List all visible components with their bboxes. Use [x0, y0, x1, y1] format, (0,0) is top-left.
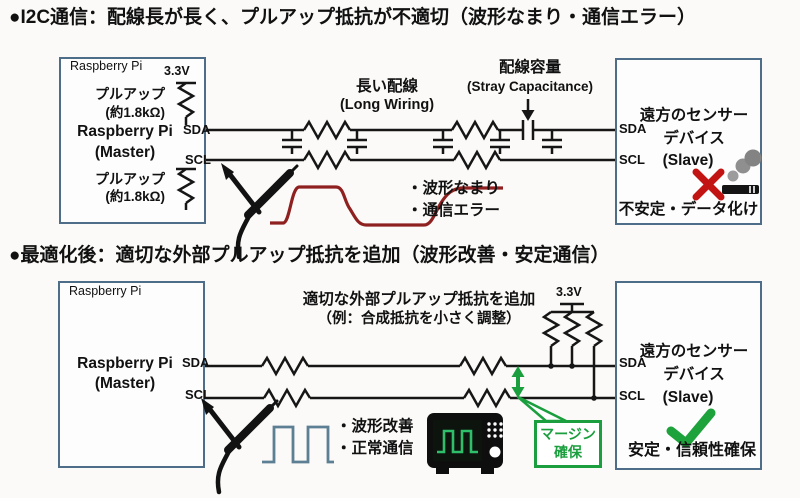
sda-pin-label: SDA	[619, 355, 647, 370]
slave-name: 遠方のセンサー	[639, 107, 749, 124]
master-name: Raspberry Pi	[77, 355, 173, 372]
wire-resistor	[302, 119, 352, 141]
wire-resistor	[462, 387, 512, 409]
master-role: (Master)	[94, 375, 156, 392]
section-title-bad: ●I2C通信：配線長が長く、プルアップ抵抗が不適切（波形なまり・通信エラー）	[9, 7, 697, 28]
sda-scl-wires-bad	[176, 81, 615, 210]
check-icon	[666, 408, 716, 448]
stray-capacitor	[542, 130, 562, 154]
wire-resistor	[452, 149, 502, 171]
stray-capacitor	[282, 130, 302, 154]
speech-bubble-tail	[516, 395, 568, 423]
rail-voltage-label: 3.3V	[556, 285, 582, 299]
clean-square-waveform	[262, 425, 334, 464]
internal-pullup-resistor	[176, 167, 196, 210]
margin-note-bubble: マージン 確保	[534, 420, 602, 468]
issue-bullet: ・通信エラー	[407, 202, 501, 219]
scl-pin-label: SCL	[185, 387, 211, 402]
fix-note-line2: （例：合成抵抗を小さく調整）	[317, 311, 521, 327]
scl-pin-label: SCL	[619, 152, 645, 167]
slave-name: デバイス	[663, 130, 725, 147]
stray-capacitance-label-en: (Stray Capacitance)	[466, 79, 594, 94]
master-name: Raspberry Pi	[77, 123, 173, 140]
wire-resistor	[450, 119, 500, 141]
margin-arrow	[511, 366, 525, 398]
stray-capacitor	[490, 130, 510, 154]
rail-voltage-label: 3.3V	[164, 64, 190, 78]
master-box-corner-label: Raspberry Pi	[69, 284, 142, 298]
slave-name: 遠方のセンサー	[639, 343, 749, 360]
section-title-good: ●最適化後：適切な外部プルアップ抵抗を追加（波形改善・安定通信）	[9, 245, 610, 266]
junction-dots	[548, 363, 597, 401]
oscilloscope-icon	[427, 413, 503, 474]
distorted-waveform	[270, 185, 503, 227]
status-text-good: 安定・信頼性確保	[627, 442, 756, 459]
margin-note-line2: 確保	[554, 444, 582, 460]
probe-icon	[201, 398, 279, 495]
stray-capacitor	[433, 130, 453, 154]
master-device-box-good	[58, 281, 205, 468]
status-text-bad: 不安定・データ化け	[618, 201, 759, 218]
external-pullup-network	[541, 302, 604, 398]
scl-pin-label: SCL	[185, 152, 211, 167]
fix-note-line1: 適切な外部プルアップ抵抗を追加	[302, 291, 536, 308]
sda-scl-wires-good	[205, 302, 615, 409]
master-role: (Master)	[94, 144, 156, 161]
inline-stray-capacitor	[521, 120, 535, 140]
sda-pin-label: SDA	[182, 355, 210, 370]
internal-pullup-resistor	[176, 81, 196, 125]
sda-pin-label: SDA	[619, 121, 647, 136]
pullup-value: (約1.8kΩ)	[105, 189, 165, 204]
pullup-value: (約1.8kΩ)	[105, 105, 165, 120]
issue-bullet: ・波形なまり	[407, 180, 501, 197]
margin-note-line1: マージン	[540, 426, 596, 442]
slave-role: (Slave)	[662, 389, 714, 406]
stray-capacitance-label-jp: 配線容量	[498, 59, 561, 76]
smoking-device-icon	[722, 149, 762, 194]
wire-resistor	[260, 355, 310, 377]
scl-pin-label: SCL	[619, 388, 645, 403]
slave-role: (Slave)	[662, 152, 714, 169]
long-wiring-label-jp: 長い配線	[355, 78, 418, 95]
wire-resistor	[458, 355, 508, 377]
wire-resistor	[262, 387, 312, 409]
result-bullet: ・波形改善	[336, 418, 414, 435]
pullup-label: プルアップ	[95, 171, 165, 187]
pullup-label: プルアップ	[95, 86, 165, 102]
stray-capacitance-pointer-arrow	[521, 99, 535, 121]
master-box-corner-label: Raspberry Pi	[70, 59, 143, 73]
error-x-icon	[692, 168, 725, 201]
sda-pin-label: SDA	[183, 122, 211, 137]
stray-capacitor	[347, 130, 367, 154]
slave-device-box-bad	[615, 58, 762, 225]
wire-resistor	[302, 149, 352, 171]
result-bullet: ・正常通信	[336, 440, 414, 457]
long-wiring-label-en: (Long Wiring)	[339, 97, 435, 113]
slave-name: デバイス	[663, 366, 725, 383]
probe-icon	[221, 163, 299, 260]
